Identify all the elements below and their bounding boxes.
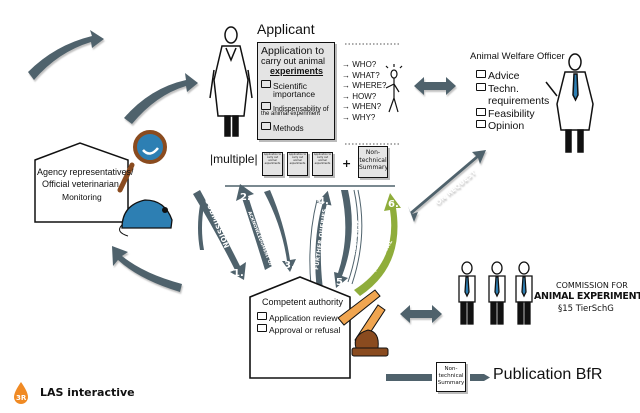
step-number-5: 5. — [336, 277, 347, 288]
checkbox-icon — [257, 312, 267, 320]
cycle-arrow-bottom-left — [112, 246, 182, 292]
agency-line-3: Monitoring — [62, 192, 102, 202]
checkbox-icon — [476, 120, 486, 128]
cycle-arrow-top-left — [28, 30, 104, 80]
awo-items: Advice Techn. requirements Feasibility O… — [476, 70, 549, 133]
step-number-4: 4. — [318, 196, 329, 207]
commission-line-3: §15 TierSchG — [558, 304, 614, 314]
question-when: → WHEN? — [342, 102, 382, 111]
commission-line-2: ANIMAL EXPERIMENTS — [534, 291, 640, 302]
checkbox-icon — [261, 102, 271, 110]
checkbox-icon — [476, 107, 486, 116]
question-why: → WHY? — [342, 112, 376, 122]
application-item-methods: Methods — [261, 122, 304, 133]
step-number-6: 6. — [388, 199, 399, 210]
double-arrow-applicant-awo — [414, 77, 456, 95]
las-logo-icon: 3R — [14, 382, 28, 404]
questioner-figure — [385, 64, 403, 113]
mini-application-doc-2: Application to carry out animal experime… — [287, 152, 308, 176]
awo-item-opinion: Opinion — [476, 120, 549, 133]
step-arrow-4-further-queries: 4. FURTHER QUERIES — [309, 189, 333, 287]
mouse-icon — [119, 199, 173, 237]
pencil-stamp-icon — [337, 289, 389, 357]
multiple-label: |multiple| — [210, 152, 258, 166]
awo-item-techn: Techn. — [476, 82, 549, 96]
applicant-figure — [209, 26, 253, 137]
question-what: → WHAT? — [342, 70, 380, 80]
double-arrow-authority-commission — [400, 305, 442, 323]
step-label-5: RESPONSE — [351, 219, 362, 255]
application-item-indispensability: Indispensability of — [261, 102, 329, 113]
publication-label: Publication BfR — [493, 366, 603, 383]
checkbox-icon — [261, 80, 271, 88]
publication-arrow-bar — [386, 374, 432, 381]
step-number-1: 1. — [233, 268, 244, 279]
step-number-2: 2. — [240, 192, 251, 203]
authority-title: Competent authority — [262, 297, 344, 307]
svg-text:3R: 3R — [16, 394, 27, 402]
application-document: Application to carry out animal experime… — [257, 42, 335, 140]
awo-title: Animal Welfare Officer — [470, 51, 565, 62]
authority-house-shape — [249, 276, 351, 379]
commission-line-1: COMMISSION FOR — [556, 281, 628, 290]
las-interactive-label: LAS interactive — [40, 386, 135, 399]
step-arrow-5-response: 5. RESPONSE — [334, 189, 363, 288]
step-number-3: 3. — [284, 260, 295, 271]
agency-house-shape — [34, 142, 129, 223]
publication-arrow-head — [470, 374, 490, 381]
authority-item-review: Application review — [257, 312, 340, 324]
application-item-animal-experiment: the animal experiment — [261, 111, 321, 117]
questions-list: → WHO? → WHAT? → WHERE? → HOW? → WHEN? →… — [342, 60, 386, 123]
cycle-arrow-to-applicant — [124, 73, 198, 124]
awo-figure — [545, 53, 594, 153]
application-item-scientific: Scientific — [261, 80, 307, 91]
application-title-3: experiments — [270, 66, 324, 76]
mini-application-doc-3: Application to carry out animal experime… — [312, 152, 333, 176]
commission-figures — [458, 261, 533, 325]
awo-item-advice: Advice — [476, 70, 549, 83]
agency-line-1: Agency representatives/ — [37, 167, 134, 177]
question-where: → WHERE? — [342, 81, 387, 90]
on-request-arrow: ON REQUEST — [408, 150, 486, 222]
question-who: → WHO? — [342, 60, 377, 69]
mini-application-doc-1: Application to carry out animal experime… — [262, 152, 283, 176]
plus-sign: + — [342, 157, 352, 170]
checkbox-icon — [257, 324, 267, 332]
checkbox-icon — [476, 82, 486, 91]
question-how: → HOW? — [342, 91, 377, 101]
application-title-1: Application to — [261, 45, 325, 57]
applicant-title: Applicant — [257, 21, 315, 37]
application-item-importance: importance — [273, 89, 316, 99]
checkbox-icon — [261, 122, 271, 130]
authority-item-approval: Approval or refusal — [257, 324, 340, 336]
cycle-arrow-left-edge — [198, 205, 204, 250]
awo-item-feasibility: Feasibility — [476, 107, 549, 121]
agency-line-2: Official veterinarian — [42, 179, 119, 189]
authority-items: Application review Approval or refusal — [257, 312, 340, 336]
application-title-2: carry out animal — [261, 56, 326, 66]
checkbox-icon — [476, 70, 486, 78]
step-label-1: SUBMISSION — [203, 198, 230, 250]
magnifier-icon — [117, 130, 167, 193]
awo-item-requirements: requirements — [488, 95, 550, 107]
